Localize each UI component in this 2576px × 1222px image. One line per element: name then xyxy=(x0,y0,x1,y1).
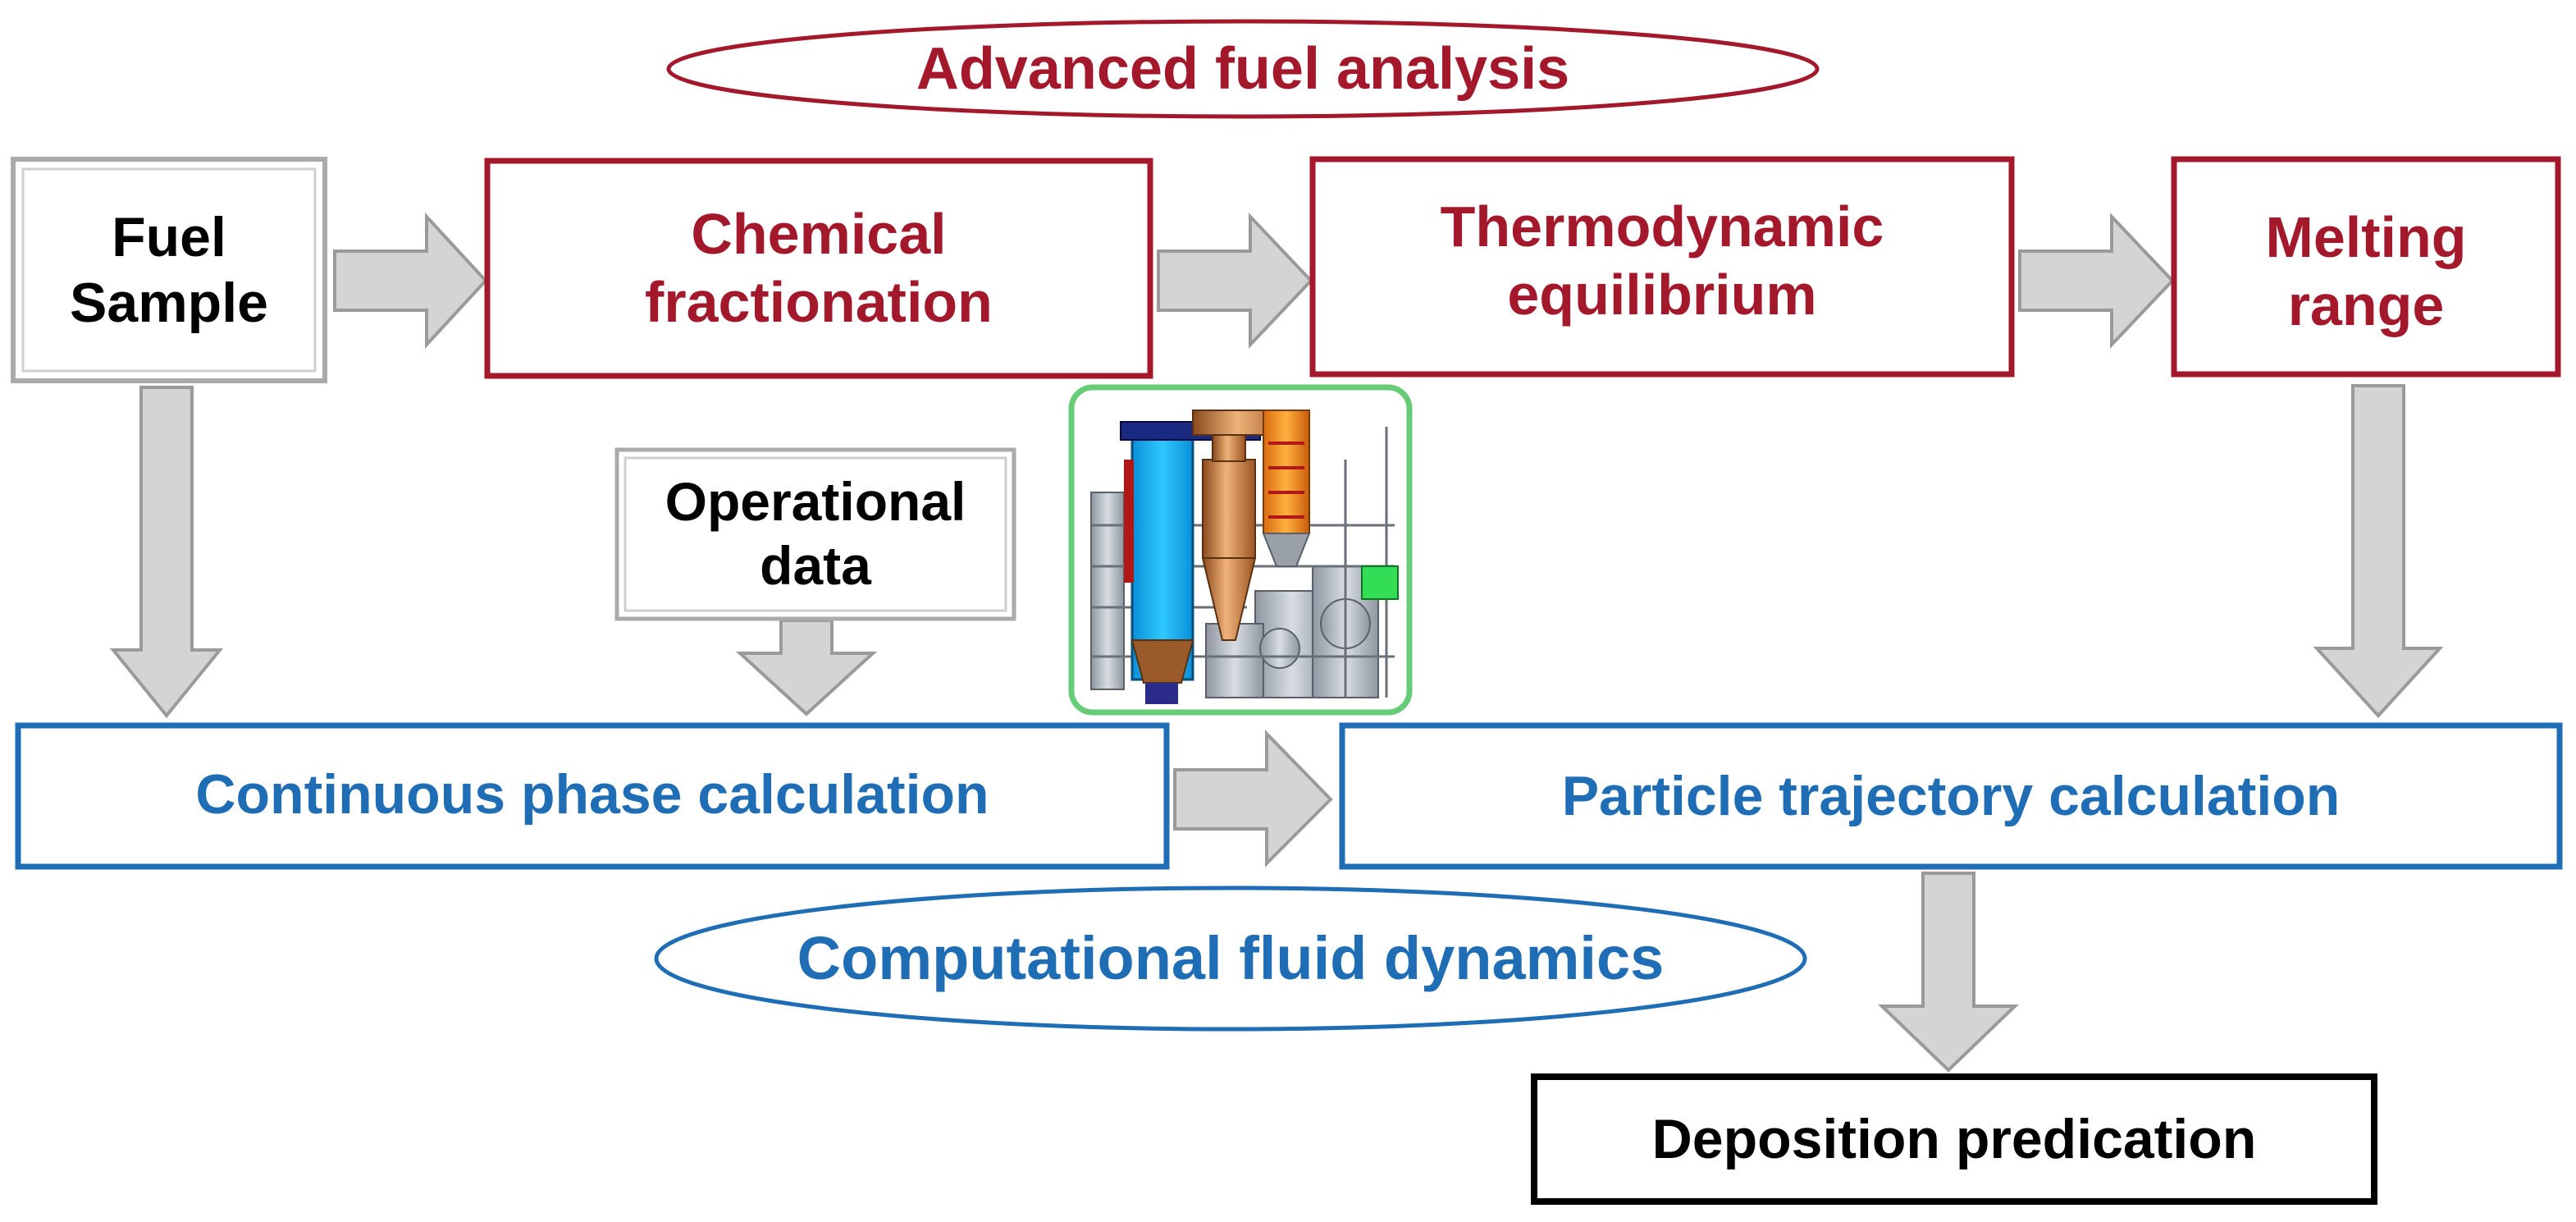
operational-data-label: Operational data xyxy=(617,450,1014,619)
thermodynamic-equilibrium-label: Thermodynamic equilibrium xyxy=(1313,159,2012,363)
arrow-particle-down xyxy=(1878,872,2019,1073)
melting-range-box xyxy=(2171,156,2561,378)
operational-data-line2: data xyxy=(760,535,871,596)
fuel-sample-line1: Fuel xyxy=(112,205,226,268)
arrow-operational-down xyxy=(735,619,878,716)
melting-range-line1: Melting xyxy=(2265,205,2467,270)
thermodynamic-equilibrium-box xyxy=(1309,156,2015,378)
arrow-chemical-to-thermo xyxy=(1157,212,1313,350)
melting-range-line2: range xyxy=(2287,273,2445,337)
deposition-label: Deposition predication xyxy=(1651,1107,2257,1170)
arrow-melting-down xyxy=(2313,384,2444,718)
melting-range-label: Melting range xyxy=(2174,164,2558,379)
chemical-fractionation-line2: fractionation xyxy=(645,270,993,334)
particle-trajectory-box xyxy=(1339,722,2563,870)
chemical-fractionation-box xyxy=(484,158,1153,379)
chemical-fractionation-line1: Chemical xyxy=(691,202,947,267)
deposition-box xyxy=(1531,1073,2377,1205)
fuel-sample-box xyxy=(11,157,327,383)
thermodynamic-equilibrium-line2: equilibrium xyxy=(1507,263,1817,327)
thermodynamic-equilibrium-line1: Thermodynamic xyxy=(1440,195,1884,259)
chemical-fractionation-label: Chemical fractionation xyxy=(487,161,1150,376)
cfd-ellipse xyxy=(654,886,1807,1032)
continuous-phase-label: Continuous phase calculation xyxy=(195,762,989,826)
arrow-fuel-down xyxy=(109,386,224,719)
arrow-thermo-to-melting xyxy=(2018,212,2175,350)
continuous-phase-box xyxy=(15,722,1170,870)
fuel-analysis-ellipse xyxy=(666,19,1820,119)
operational-data-line1: Operational xyxy=(665,471,966,533)
particle-trajectory-label: Particle trajectory calculation xyxy=(1561,764,2341,827)
arrow-continuous-to-particle xyxy=(1173,730,1333,867)
fuel-sample-label: Fuel Sample xyxy=(13,159,325,381)
operational-data-box xyxy=(614,447,1016,621)
arrow-fuel-to-chemical xyxy=(333,212,488,350)
boiler-plant-icon xyxy=(1068,384,1413,716)
cfd-title: Computational fluid dynamics xyxy=(797,924,1665,993)
fuel-analysis-title: Advanced fuel analysis xyxy=(916,35,1570,102)
fuel-sample-line2: Sample xyxy=(70,272,268,334)
